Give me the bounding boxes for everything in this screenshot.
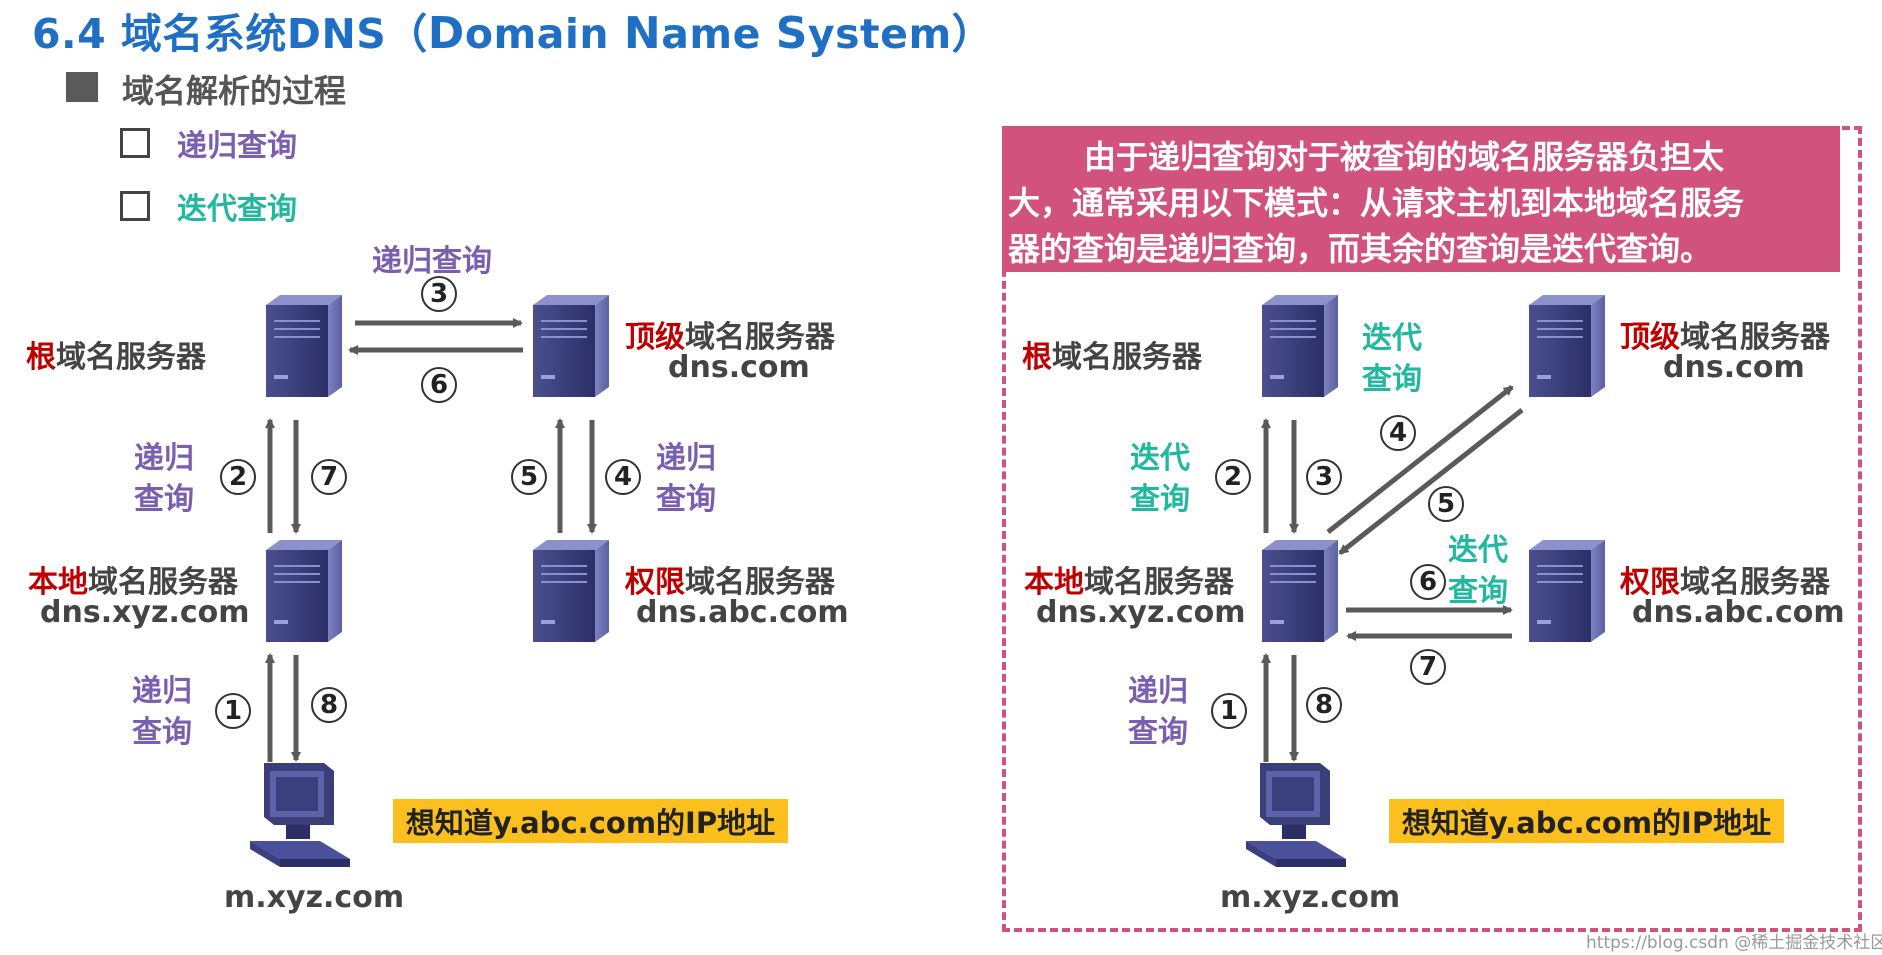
- bullet-square-icon: [66, 72, 98, 102]
- auth-server-host-right: dns.abc.com: [1632, 595, 1845, 630]
- step-3-left: 3: [421, 276, 457, 312]
- tld-server-label: 顶级域名服务器: [625, 320, 835, 355]
- step-2-left: 2: [220, 459, 256, 495]
- local-server-host-right: dns.xyz.com: [1036, 595, 1246, 630]
- step-8-right: 8: [1306, 687, 1342, 723]
- step-7-left: 7: [311, 459, 347, 495]
- step-2-right: 2: [1215, 459, 1251, 495]
- client-host-left: m.xyz.com: [224, 880, 405, 915]
- auth-server-label: 权限域名服务器: [625, 565, 835, 600]
- label-recursive-2: 递归查询: [134, 441, 194, 517]
- note-box: 由于递归查询对于被查询的域名服务器负担太 大，通常采用以下模式：从请求主机到本地…: [1002, 126, 1840, 272]
- tld-server-host: dns.com: [668, 350, 810, 385]
- step-5-left: 5: [511, 459, 547, 495]
- label-iterative-2: 迭代查询: [1130, 441, 1190, 517]
- tld-server-host-right: dns.com: [1663, 350, 1805, 385]
- local-server-label-right: 本地域名服务器: [1024, 565, 1234, 600]
- step-1-right: 1: [1211, 693, 1247, 729]
- page-title: 6.4 域名系统DNS（Domain Name System）: [32, 8, 994, 59]
- section-subtitle: 域名解析的过程: [122, 72, 347, 110]
- label-recursive-1: 递归查询: [132, 674, 192, 750]
- root-server-label: 根域名服务器: [26, 340, 206, 375]
- local-server-label: 本地域名服务器: [28, 565, 238, 600]
- step-7-right: 7: [1410, 649, 1446, 685]
- step-6-right: 6: [1410, 564, 1446, 600]
- auth-server-label-right: 权限域名服务器: [1620, 565, 1830, 600]
- step-8-left: 8: [311, 687, 347, 723]
- watermark: https://blog.csdn @稀土掘金技术社区: [1586, 933, 1882, 953]
- client-host-right: m.xyz.com: [1220, 880, 1401, 915]
- query-box-left: 想知道y.abc.com的IP地址: [393, 799, 788, 843]
- label-recursive-1-right: 递归查询: [1128, 674, 1188, 750]
- step-4-left: 4: [605, 459, 641, 495]
- step-4-right: 4: [1380, 415, 1416, 451]
- label-recursive-4: 递归查询: [656, 441, 716, 517]
- label-iterative-3: 迭代查询: [1362, 321, 1422, 397]
- label-recursive-top: 递归查询: [372, 244, 492, 279]
- step-6-left: 6: [421, 367, 457, 403]
- option-recursive-label: 递归查询: [177, 129, 297, 164]
- query-box-right: 想知道y.abc.com的IP地址: [1389, 799, 1784, 843]
- checkbox-recursive[interactable]: [120, 128, 150, 158]
- step-3-right: 3: [1306, 459, 1342, 495]
- option-iterative-label: 迭代查询: [177, 192, 297, 227]
- local-server-host: dns.xyz.com: [40, 595, 250, 630]
- root-server-label-right: 根域名服务器: [1022, 340, 1202, 375]
- step-1-left: 1: [215, 693, 251, 729]
- label-iterative-6: 迭代查询: [1448, 533, 1508, 609]
- checkbox-iterative[interactable]: [120, 191, 150, 221]
- auth-server-host: dns.abc.com: [636, 595, 849, 630]
- tld-server-label-right: 顶级域名服务器: [1620, 320, 1830, 355]
- step-5-right: 5: [1428, 486, 1464, 522]
